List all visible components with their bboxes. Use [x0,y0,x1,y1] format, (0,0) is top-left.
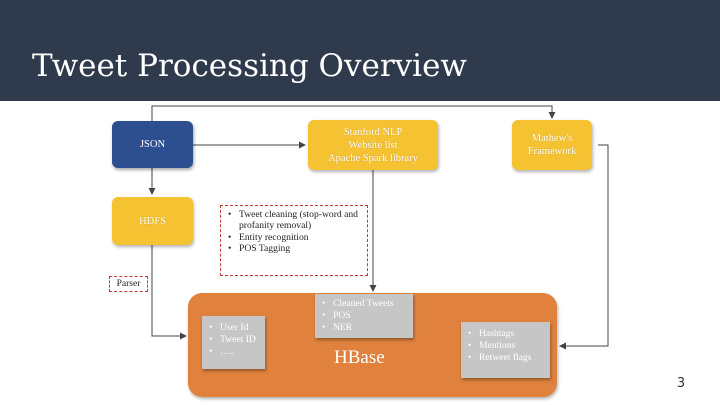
mathews-to-hbase-arrow [559,144,609,350]
json-node-label: JSON [139,139,166,150]
list-item: ….. [206,346,261,358]
hbase-nlp-fields-card: Cleaned Tweets POS NER [315,294,413,338]
stanford-node-line-2: Website list [348,139,398,151]
stanford-node-line-3: Apache Spark library [328,152,418,164]
json-node: JSON [112,121,193,168]
list-item: Hashtags [465,328,546,340]
cleaning-steps-panel: Tweet cleaning (stop-word and profanity … [220,205,368,276]
hbase-label: HBase [334,347,385,368]
cleaning-step: Entity recognition [225,232,363,244]
list-item: Cleaned Tweets [319,298,409,310]
cleaning-step: POS Tagging [225,243,363,255]
hdfs-node-label: HDFS [139,215,166,227]
stanford-node-line-1: Stanford NLP [343,126,403,138]
slide-header: Tweet Processing Overview [0,0,720,101]
hbase-nlp-fields-list: Cleaned Tweets POS NER [319,298,409,334]
list-item: User Id [206,322,261,334]
hbase-framework-fields-list: Hashtags Mentions Retweet flags [465,328,546,364]
json-to-mathews-arrow [151,105,556,121]
parser-label-box: Parser [109,276,148,292]
hbase-id-fields-card: User Id Tweet ID ….. [202,316,265,369]
hdfs-to-hbase-arrow [151,245,187,340]
hdfs-node: HDFS [112,197,193,245]
cleaning-step: Tweet cleaning (stop-word and profanity … [225,209,363,232]
mathews-node-line-1: Mathew's [531,133,573,144]
stanford-nlp-node: Stanford NLP Website list Apache Spark l… [308,120,438,170]
list-item: NER [319,322,409,334]
list-item: Tweet ID [206,334,261,346]
parser-label: Parser [116,279,141,289]
list-item: POS [319,310,409,322]
page-number: 3 [676,376,686,391]
page-title: Tweet Processing Overview [32,48,467,84]
list-item: Mentions [465,340,546,352]
hbase-framework-fields-card: Hashtags Mentions Retweet flags [461,322,550,378]
hbase-id-fields-list: User Id Tweet ID ….. [206,322,261,358]
cleaning-steps-list: Tweet cleaning (stop-word and profanity … [225,209,363,254]
mathews-framework-node: Mathew's Framework [512,120,592,170]
mathews-node-line-2: Framework [527,146,577,157]
list-item: Retweet flags [465,352,546,364]
